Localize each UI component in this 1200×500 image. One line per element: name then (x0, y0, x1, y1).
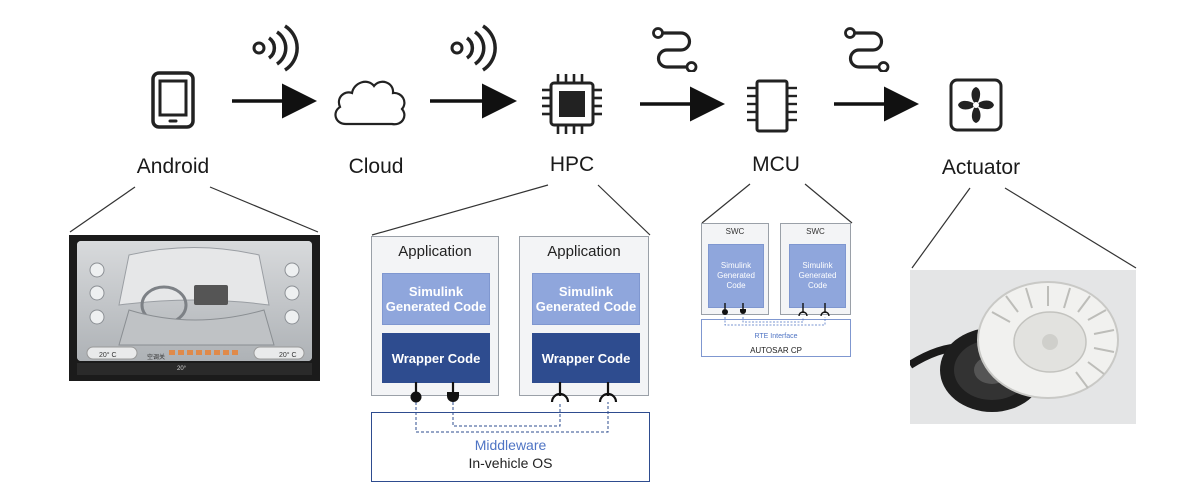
actuator-blower-photo (907, 270, 1136, 424)
wireless-icon (450, 24, 497, 72)
simulink-code-block: Simulink Generated Code (532, 273, 640, 325)
swc-title: SWC (725, 227, 745, 236)
wrapper-code-block: Wrapper Code (532, 333, 640, 383)
chip-icon (542, 74, 602, 134)
node-label-cloud: Cloud (348, 155, 404, 178)
mcu-swc-box-2: SWC Simulink Generated Code (780, 223, 851, 315)
middleware-box: Middleware In-vehicle OS (371, 412, 650, 482)
node-label-actuator: Actuator (941, 156, 1021, 179)
simulink-code-block: Simulink Generated Code (382, 273, 490, 325)
hpc-port-connections (410, 382, 618, 433)
mcu-chip-icon (747, 79, 797, 133)
wireless-icon (252, 24, 299, 72)
mcu-swc-box-1: SWC Simulink Generated Code (701, 223, 769, 315)
autosar-label: AUTOSAR CP (750, 346, 802, 355)
android-screen-photo: 20° C 20° C 空调关 20° (69, 235, 320, 381)
swc-title: SWC (806, 227, 825, 236)
rte-interface-label: RTE Interface (754, 333, 798, 340)
application-title: Application (398, 243, 472, 260)
wired-connection-icon (844, 27, 890, 72)
node-label-hpc: HPC (549, 153, 595, 176)
hpc-application-box-2: Application Simulink Generated Code Wrap… (519, 236, 649, 396)
node-label-android: Android (136, 155, 210, 178)
middleware-label: Middleware (474, 437, 547, 453)
wrapper-code-block: Wrapper Code (382, 333, 490, 383)
mcu-port-connections (722, 303, 830, 326)
in-vehicle-os-label: In-vehicle OS (468, 455, 553, 471)
android-mode-label: 空调关 (147, 355, 166, 361)
swc-code-block: Simulink Generated Code (789, 244, 846, 308)
hpc-application-box-1: Application Simulink Generated Code Wrap… (371, 236, 499, 396)
android-temp-left: 20° C (99, 352, 117, 359)
wired-connection-icon (652, 27, 698, 72)
application-title: Application (547, 243, 621, 260)
fan-icon (949, 78, 1003, 132)
swc-code-block: Simulink Generated Code (708, 244, 764, 308)
android-temp-right: 20° C (279, 352, 297, 359)
android-temp-mid: 20° (177, 366, 187, 372)
tablet-icon (151, 71, 195, 129)
node-label-mcu: MCU (752, 153, 800, 176)
cloud-icon (334, 80, 406, 126)
